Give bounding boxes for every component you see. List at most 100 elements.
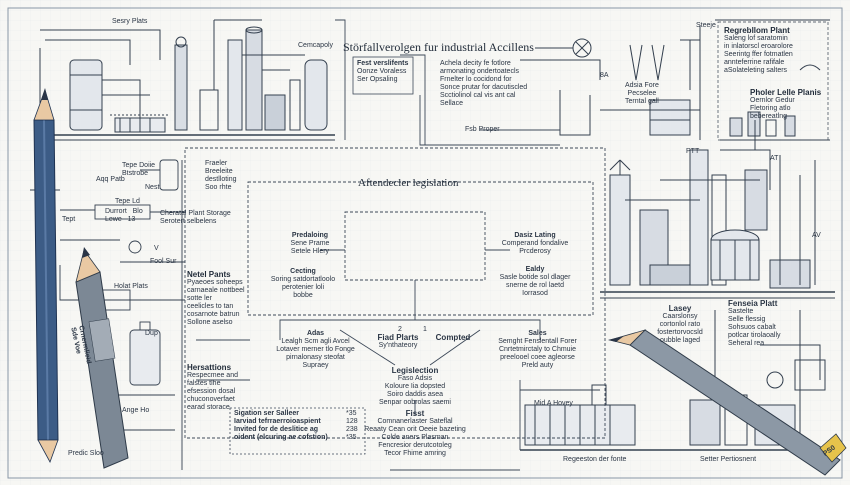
regulation-line: Saleng lof saratomin — [724, 35, 788, 42]
signals-number: *35 — [346, 410, 357, 417]
signals-number: 128 — [346, 418, 358, 425]
signals-line: Iarviad tefrraerroioaspient — [234, 418, 321, 425]
flow-title: Ealdy — [525, 266, 545, 273]
hersattions-title: Hersattions — [187, 363, 232, 372]
flow-line: Colde aners Plasman — [381, 434, 449, 441]
flow-fisst: Fisst Comnanerlaster Sateflal Reaaty Cea… — [360, 410, 470, 458]
flow-line: Lealgh Scm agli Avcel — [281, 338, 350, 345]
regulation-block: Regrebllom Plant Saleng lof saratomin in… — [724, 26, 793, 75]
flow-line: Semght Fenslentall Forer — [498, 338, 577, 345]
flow-line: Faso Adsis — [397, 375, 433, 382]
flow-line: Supraey — [302, 362, 329, 369]
label-v: V — [154, 245, 159, 252]
signals-line: Sigation ser Salleer — [234, 410, 299, 417]
top-left-label: Sesry Plats — [112, 18, 148, 25]
flow-fiad: Fiad Plarts Sy'nthateory — [368, 334, 428, 350]
flow-line: Comperand fondalive — [501, 240, 569, 247]
info-box-paragraph: Achela decity fe fotlore armonating onde… — [440, 60, 527, 108]
info-para-line: Achela decity fe fotlore — [440, 60, 511, 67]
signals-box-frame — [229, 407, 366, 455]
hersattions-line: Respecmee and — [187, 372, 238, 379]
flow-dasiz: Dasiz Lating Comperand fondalive Prcdero… — [495, 232, 575, 256]
label-ptt: PTT — [686, 148, 700, 155]
power-plants-line: bebereatlng — [750, 113, 787, 120]
label-nest: Nest — [145, 184, 160, 191]
info-para-line: Sellace — [440, 100, 463, 107]
flow-num-2: 2 — [398, 326, 402, 333]
info-para-line: Frnelter lo cocidond for — [440, 76, 512, 83]
metal-plants-line: cosarnote batrun — [187, 311, 240, 318]
pencil-right — [608, 329, 847, 476]
metal-plants-line: Sollone aselso — [187, 319, 233, 326]
info-para-line: Scctiolinol cal vis ant cal — [440, 92, 516, 99]
flow-line: Cnrtetmirctaly to Chmuie — [498, 346, 577, 353]
signals-number: *35 — [346, 434, 357, 441]
flow-line: Sasle botide sol dlager — [499, 274, 571, 281]
plant-top-right — [520, 19, 830, 141]
fenseia-title: Fenseia Platt — [728, 299, 778, 308]
flow-line: Sy'nthateory — [378, 342, 418, 349]
signals-line: oident (elcuring ae cofstion) — [234, 434, 328, 441]
label-av: AV — [812, 232, 821, 239]
lasey-line: oubble laged — [659, 337, 701, 344]
label-regeeston: Regeeston der fonte — [563, 456, 627, 463]
info-box-line: Ser Opsaling — [357, 76, 398, 83]
info-box-frame — [352, 56, 414, 95]
label-tepe-ld: Tepe Ld — [115, 198, 140, 205]
fenseia-line: potlcar tirolaoally — [728, 332, 781, 339]
flow-title: Fisst — [405, 409, 425, 418]
metal-plants-line: Pyaeoes soheeps — [187, 279, 243, 286]
info-box-title: Fest verslifents — [357, 60, 409, 67]
flow-line: Lotaver merner tlo Fonge — [276, 346, 355, 353]
lasey-line: fostertorvocsld — [657, 329, 703, 336]
hersattions-line: chuconoverfaet — [187, 396, 235, 403]
pencil-left — [33, 88, 59, 463]
flow-line: Soiro daddis asea — [386, 391, 444, 398]
label-fraeler: Fraeler Breeleite destlloting Soo rhte — [205, 160, 237, 191]
metal-plants-line: ceelicles to tan — [187, 303, 234, 310]
metal-plants-line: sotte ler — [187, 295, 212, 302]
hersattions-line: efsession dosal — [187, 388, 236, 395]
label-aqq-pats: Aqq Patb — [96, 176, 125, 183]
plant-middle-right — [600, 120, 835, 299]
flow-line: Reaaty Cean orit Oeeie bazeting — [364, 426, 466, 433]
flow-line: Preld auty — [521, 362, 554, 369]
power-plants-title: Pholer Lelle Planis — [750, 88, 822, 97]
right-top-a: 8A — [600, 72, 609, 79]
label-mid-a-hovey: Mid A Hovey — [534, 400, 573, 407]
flow-line: Senpar oobrolas saemi — [379, 399, 451, 406]
flow-line: Setele Hlery — [290, 248, 330, 255]
flow-line: preelooel coee agleorse — [500, 354, 575, 361]
fenseia-line: Selle flessig — [728, 316, 766, 323]
flow-compted: Compted — [428, 334, 478, 342]
hersattions-line: earad storace — [187, 404, 230, 411]
left-middle-drawings — [59, 159, 185, 470]
lasey-title: Lasey — [668, 304, 692, 313]
signals-numbers: *35 128 238 *35 — [346, 410, 358, 442]
hersattions-line: falstes tlhe — [187, 380, 221, 387]
center-heading: Aftendecler legislation — [358, 177, 459, 189]
top-right-label: Steeje — [696, 22, 716, 29]
flow-edly: Ealdy Sasle botide sol dlager snerne de … — [492, 266, 578, 298]
flow-predaloing: Predaloing Sene Prame Setele Hlery — [275, 232, 345, 256]
flow-line: Sene Prame — [290, 240, 330, 247]
flow-line: Koloure Iia dopsted — [384, 383, 446, 390]
signals-block: Sigation ser Salleer Iarviad tefrraerroi… — [234, 410, 328, 442]
flow-title: Fiad Plarts — [377, 333, 419, 342]
flow-title: Predaloing — [291, 232, 329, 239]
flow-line: Comnanerlaster Sateflal — [377, 418, 453, 425]
lasey-line: cortonlol rato — [659, 321, 701, 328]
fenseia-line: Sastelte — [728, 308, 754, 315]
mid-top-label: Fsb Proper — [465, 126, 500, 133]
flow-adas: Adas Lealgh Scm agli Avcel Lotaver merne… — [268, 330, 363, 370]
label-chemical: Cheratal Plant Storage Serotert selbelen… — [160, 210, 231, 225]
flow-title: Compted — [435, 333, 471, 342]
label-holat-plats: Holat Plats — [114, 283, 148, 290]
right-top-label: Adsia Fore Pecselee Terntal gall — [625, 82, 659, 105]
pencil-middle — [75, 247, 129, 469]
flow-line: pirnalonasy steofat — [286, 354, 345, 361]
flow-gecting: Cecting Soring satdortatloolo perotenier… — [263, 268, 343, 300]
label-at: AT — [770, 155, 779, 162]
